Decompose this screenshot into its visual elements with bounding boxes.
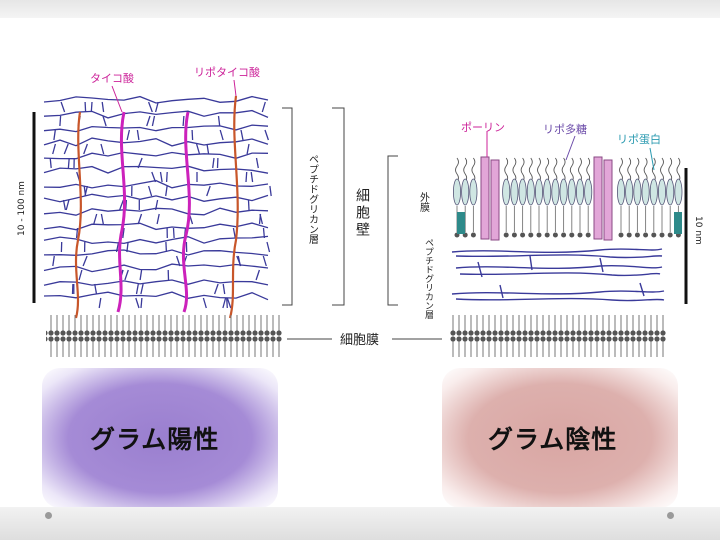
lipoteichoic-acid-label: リポタイコ酸 [194, 65, 260, 79]
slide-bottom-bar [0, 507, 720, 540]
peptidoglycan-left-label: ペプチドグリカン層 [307, 154, 319, 244]
bracket-cell-wall-right [388, 156, 398, 305]
peptidoglycan-right-label: ペプチドグリカン層 [423, 238, 434, 320]
lipoprotein-leader [650, 148, 654, 170]
lps-leader [566, 136, 575, 160]
teichoic-leader [112, 86, 122, 112]
lipoteichoic-leader [234, 80, 236, 96]
scale-right-label: 10 nm [693, 216, 703, 245]
scale-left-label: 10 - 100 nm [17, 181, 27, 236]
cell-membrane-right [450, 310, 666, 358]
peptidoglycan-thin-right [452, 249, 664, 301]
teichoic-acid-label: タイコ酸 [90, 71, 134, 85]
cell-membrane-label: 細胞膜 [340, 333, 379, 348]
porin-label: ポーリン [461, 121, 505, 134]
slide-corner-dot-right [667, 512, 674, 519]
cell-wall-label: 細胞壁 [354, 188, 370, 239]
slide-corner-dot-left [45, 512, 52, 519]
gram-positive-label: グラム陽性 [90, 420, 219, 456]
lipoprotein-label: リポ蛋白 [617, 132, 661, 146]
outer-membrane-label: 外膜 [418, 192, 430, 213]
gram-negative-label: グラム陰性 [488, 420, 617, 456]
bracket-cell-wall [332, 108, 344, 305]
lipopolysaccharide-label: リポ多糖 [543, 122, 587, 136]
bracket-peptidoglycan-left [282, 108, 292, 305]
cell-membrane-left [46, 310, 282, 358]
